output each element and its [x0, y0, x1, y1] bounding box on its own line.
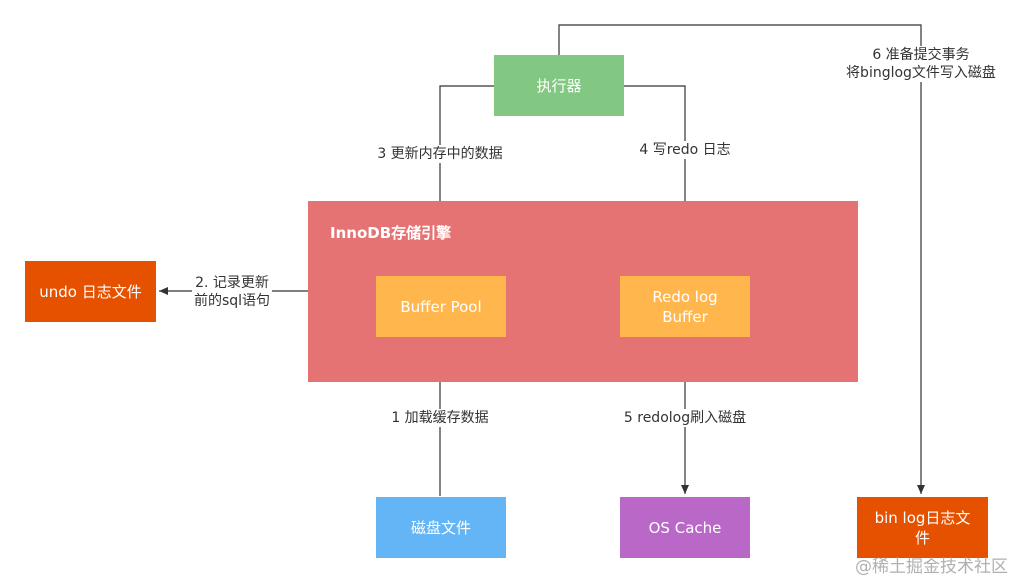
step1-label: 1 加载缓存数据: [389, 409, 491, 427]
step6-label-line1: 6 准备提交事务: [872, 47, 970, 63]
buffer-pool-node: Buffer Pool: [376, 276, 506, 337]
step2-label-line2: 前的sql语句: [193, 293, 271, 309]
undo-log-file-node: undo 日志文件: [25, 261, 156, 322]
step6-label-line2: 将binglog文件写入磁盘: [846, 65, 996, 81]
bin-log-label-line2: 件: [914, 528, 930, 547]
redo-buffer-label-line1: Redo log: [652, 287, 718, 306]
bin-log-label-line1: bin log日志文: [874, 508, 971, 527]
step5-label: 5 redolog刷入磁盘: [621, 409, 749, 427]
step2-label-line1: 2. 记录更新: [195, 275, 269, 291]
innodb-engine-title: InnoDB存储引擎: [330, 224, 452, 242]
step3-label: 3 更新内存中的数据: [375, 145, 505, 163]
buffer-pool-label: Buffer Pool: [400, 297, 482, 316]
disk-file-node: 磁盘文件: [376, 497, 506, 558]
watermark: @稀土掘金技术社区: [855, 557, 1008, 577]
executor-node: 执行器: [494, 55, 624, 116]
os-cache-label: OS Cache: [648, 518, 722, 537]
step4-label: 4 写redo 日志: [637, 141, 733, 159]
bin-log-file-node: bin log日志文 件: [857, 497, 988, 558]
redo-log-buffer-node: Redo log Buffer: [620, 276, 750, 337]
undo-file-label: undo 日志文件: [39, 282, 142, 301]
step2-label: 2. 记录更新 前的sql语句: [191, 274, 273, 310]
step6-label: 6 准备提交事务 将binglog文件写入磁盘: [844, 46, 998, 82]
redo-buffer-label-line2: Buffer: [662, 307, 708, 326]
executor-label: 执行器: [536, 76, 582, 95]
edge-step6: [558, 24, 925, 494]
disk-file-label: 磁盘文件: [410, 518, 471, 537]
os-cache-node: OS Cache: [620, 497, 750, 558]
